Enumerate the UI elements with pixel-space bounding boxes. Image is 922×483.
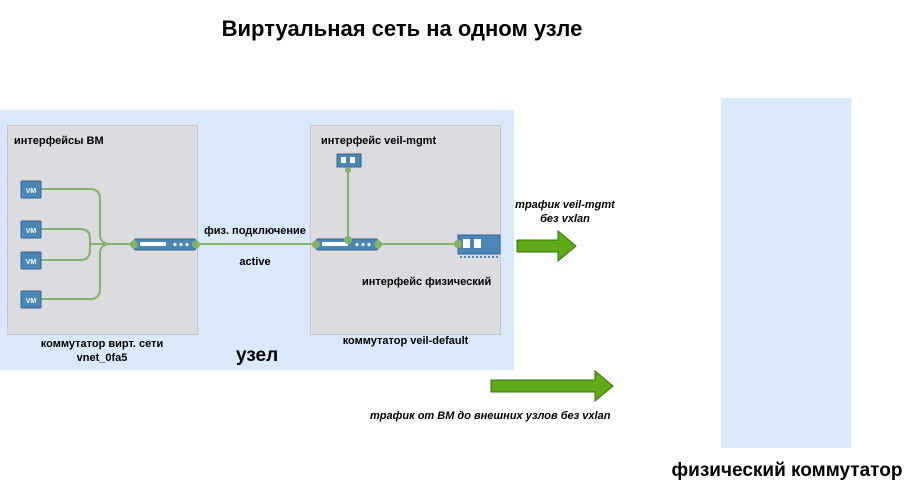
mgmt-interface-header: интерфейс veil-mgmt [321,135,437,147]
vm-icon-3: VM [20,251,42,270]
vm-icon-4: VM [20,290,42,309]
vm-link-2 [40,228,134,245]
diagram-title: Виртуальная сеть на одном узле [221,16,583,41]
vm-switch-name: vnet_0fa5 [76,352,128,364]
vm-icon-1: VM [20,180,42,199]
vm-icon-2: VM [20,220,42,239]
node-label: узел [236,345,279,366]
vm-links [40,188,134,300]
vm-label-2: VM [26,228,37,235]
physical-switch-box [721,98,851,448]
physical-nic-icon [454,234,501,258]
default-switch-panel [310,125,501,335]
mgmt-interface-icon [336,153,362,173]
vm-link-1 [40,188,134,245]
vm-label-3: VM [26,259,37,266]
vm-interfaces-header: интерфейсы ВМ [14,135,104,147]
vm-traffic-arrow [490,369,614,403]
vm-label-4: VM [26,298,37,305]
physical-switch-label: физический коммутатор [671,460,903,481]
phys-link-label: физ. подключение [204,225,306,237]
vm-link-4 [40,243,111,300]
default-switch-caption: коммутатор veil-default [342,335,469,347]
default-switch-icon [312,236,382,251]
vm-label-1: VM [26,188,37,195]
vm-switch-icon [130,238,200,251]
vm-switch-caption: коммутатор вирт. сети [40,338,164,350]
mgmt-traffic-arrow [516,229,577,263]
mgmt-traffic-label-2: без vxlan [540,213,590,225]
vm-traffic-label: трафик от ВМ до внешних узлов без vxlan [370,410,611,422]
vm-link-3 [40,244,91,261]
physical-interface-label: интерфейс физический [362,276,492,288]
mgmt-traffic-label-1: трафик veil-mgmt [515,199,615,211]
link-status: active [239,256,271,268]
